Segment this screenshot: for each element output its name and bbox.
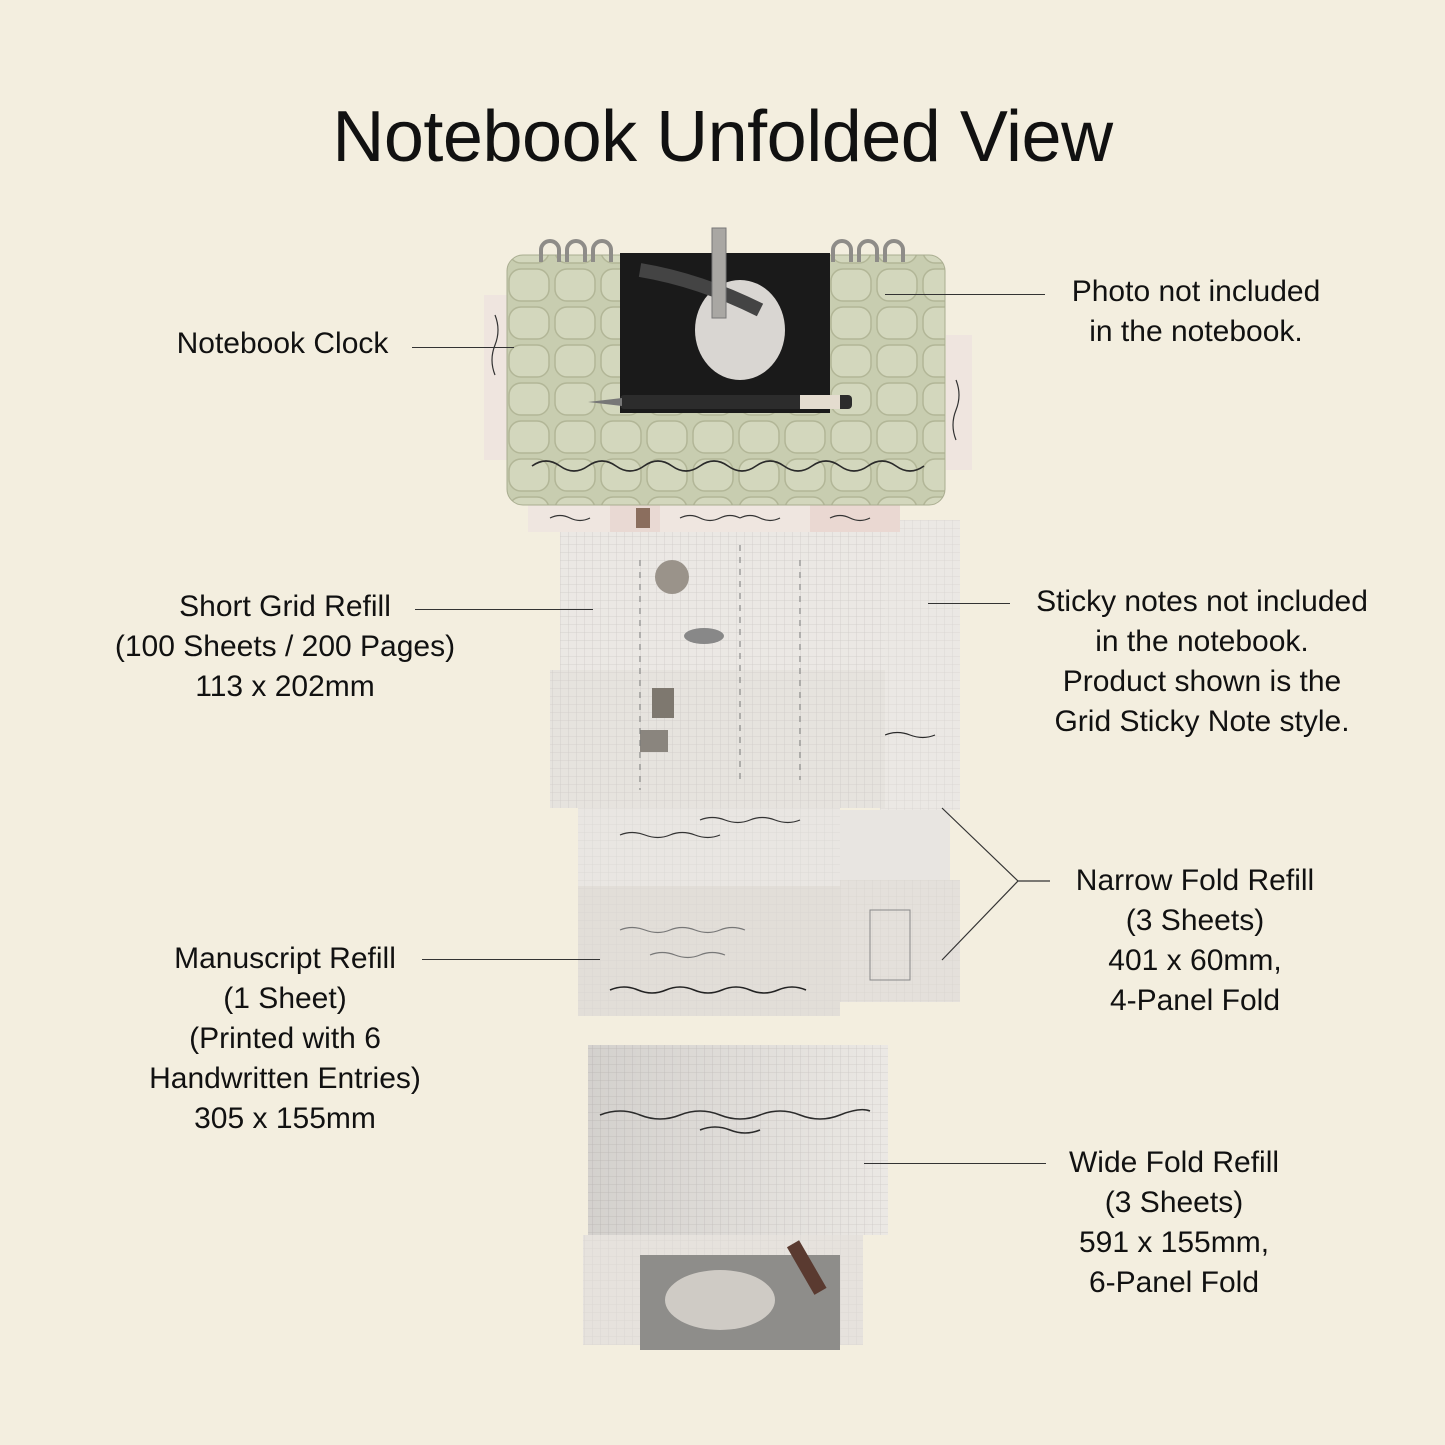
narrow-fold-line-1: Narrow Fold Refill — [1075, 864, 1315, 897]
leader-short-grid — [415, 609, 593, 610]
photo-note-line-2: in the notebook. — [1089, 315, 1303, 348]
label-manuscript: Manuscript Refill (1 Sheet) (Printed wit… — [115, 939, 455, 1139]
narrow-fold-refill — [840, 520, 960, 1002]
sticky-notes-line-3: Product shown is the — [1062, 665, 1342, 698]
leader-photo-note — [885, 294, 1045, 295]
page-title: Notebook Unfolded View — [332, 97, 1113, 177]
notebook-cover — [506, 227, 946, 506]
label-photo-note: Photo not included in the notebook. — [1050, 272, 1342, 352]
leader-notebook-clock — [412, 347, 514, 348]
manuscript-line-2: (1 Sheet) — [223, 982, 347, 1015]
label-short-grid: Short Grid Refill (100 Sheets / 200 Page… — [95, 587, 475, 707]
narrow-fold-line-2: (3 Sheets) — [1125, 904, 1265, 937]
wide-fold-line-1: Wide Fold Refill — [1068, 1146, 1280, 1179]
narrow-fold-line-4: 4-Panel Fold — [1109, 984, 1281, 1017]
wide-fold-line-3: 591 x 155mm, — [1078, 1226, 1270, 1259]
sticky-notes-line-2: in the notebook. — [1095, 625, 1309, 658]
binder-rings — [539, 239, 905, 262]
label-narrow-fold: Narrow Fold Refill (3 Sheets) 401 x 60mm… — [1050, 861, 1340, 1021]
manuscript-line-3: (Printed with 6 — [189, 1022, 381, 1055]
leader-wide-fold — [864, 1163, 1046, 1164]
short-grid-line-2: (100 Sheets / 200 Pages) — [114, 630, 456, 663]
manuscript-line-1: Manuscript Refill — [174, 942, 396, 975]
manuscript-refill — [578, 808, 840, 1016]
manuscript-line-5: 305 x 155mm — [194, 1102, 376, 1135]
label-wide-fold: Wide Fold Refill (3 Sheets) 591 x 155mm,… — [1040, 1143, 1308, 1303]
short-grid-line-3: 113 x 202mm — [195, 670, 375, 703]
short-grid-line-1: Short Grid Refill — [179, 590, 391, 623]
leader-manuscript — [422, 959, 600, 960]
wide-fold-refill — [583, 1045, 888, 1350]
label-sticky-notes: Sticky notes not included in the noteboo… — [1012, 582, 1392, 742]
wide-fold-line-2: (3 Sheets) — [1104, 1186, 1244, 1219]
photo-note-line-1: Photo not included — [1071, 275, 1321, 308]
notebook-clock-line-1: Notebook Clock — [176, 327, 389, 360]
sticky-notes-line-1: Sticky notes not included — [1036, 585, 1368, 618]
short-grid-refill — [550, 530, 885, 808]
narrow-fold-line-3: 401 x 60mm, — [1108, 944, 1282, 977]
label-notebook-clock: Notebook Clock — [160, 324, 405, 364]
leader-sticky-notes — [928, 603, 1010, 604]
sticky-notes-line-4: Grid Sticky Note style. — [1054, 705, 1350, 738]
wide-fold-line-4: 6-Panel Fold — [1088, 1266, 1260, 1299]
manuscript-line-4: Handwritten Entries) — [149, 1062, 421, 1095]
